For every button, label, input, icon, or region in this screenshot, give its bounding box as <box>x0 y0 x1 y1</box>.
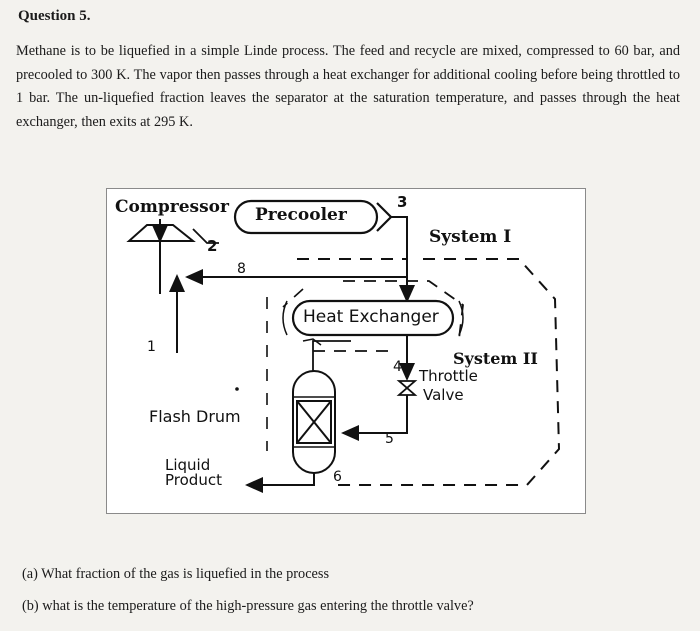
stream-2-line <box>192 228 219 244</box>
liquid-label: Liquid <box>165 456 211 474</box>
question-part-a: (a) What fraction of the gas is liquefie… <box>22 566 330 582</box>
stream-8-number: 8 <box>237 261 246 277</box>
valve-label: Valve <box>423 386 464 404</box>
system-1-boundary <box>297 258 561 486</box>
diagram-lines <box>126 199 561 493</box>
compressor-label: Compressor <box>115 197 229 217</box>
question-part-b: (b) what is the temperature of the high-… <box>22 598 474 614</box>
stream-2-number: 2 <box>207 237 218 255</box>
system-2-label: System II <box>453 349 538 368</box>
system-1-label: System I <box>429 227 512 247</box>
stream-3-number: 3 <box>397 193 408 211</box>
flash-drum-symbol <box>292 370 336 474</box>
precooler-box <box>233 199 379 235</box>
stream-4-number: 4 <box>393 359 402 375</box>
question-title: Question 5. <box>18 8 91 24</box>
stream-5-line <box>341 395 408 441</box>
problem-statement: Methane is to be liquefied in a simple L… <box>16 43 680 130</box>
heat-exchanger-box <box>291 299 455 337</box>
precooler-label: Precooler <box>255 205 347 225</box>
heat-exchanger-label: Heat Exchanger <box>303 307 439 327</box>
stream-3-line <box>391 216 415 303</box>
product-label: Product <box>165 471 222 489</box>
compressor-symbol <box>126 219 196 294</box>
stream-1-number: 1 <box>147 339 156 355</box>
stream-6-line <box>245 473 315 493</box>
precooler-nose <box>376 202 393 232</box>
system-2-boundary <box>313 280 464 352</box>
flash-drum-label: Flash Drum <box>149 407 241 426</box>
stream-5-number: 5 <box>385 431 394 447</box>
stream-6-number: 6 <box>333 469 342 485</box>
throttle-valve-symbol <box>396 380 418 396</box>
vapor-return-line <box>312 340 351 371</box>
throttle-label: Throttle <box>419 367 478 385</box>
linde-process-diagram: Compressor Precooler System I Heat Excha… <box>106 188 586 514</box>
